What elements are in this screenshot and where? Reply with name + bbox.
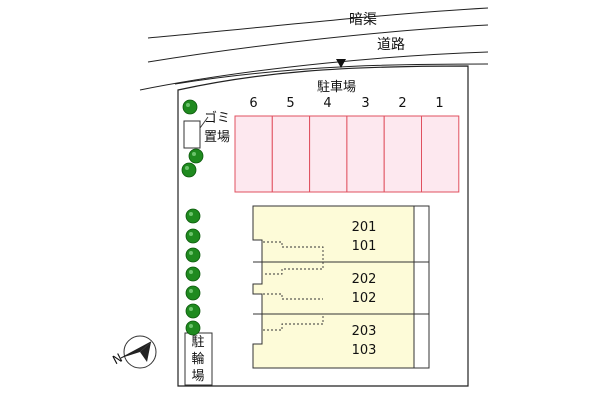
bicycle-parking-char: 駐: [191, 335, 205, 350]
apartment-building: [252, 205, 430, 369]
parking-space: [383, 115, 423, 193]
bicycle-parking-char: 輪: [191, 352, 205, 367]
tree-icon: [185, 320, 201, 336]
parking-space: [346, 115, 385, 193]
tree-icon: [185, 208, 201, 224]
tree-highlight: [189, 324, 193, 328]
tree-icon: [185, 228, 201, 244]
tree-icon: [185, 247, 201, 263]
unit-number-upper: 202: [351, 272, 377, 287]
bicycle-parking-label: 駐 輪 場: [190, 334, 206, 385]
parking-space: [234, 115, 273, 193]
parking-space-number: 1: [435, 96, 444, 111]
trees: [181, 99, 204, 336]
tree-highlight: [189, 251, 193, 255]
parking-space: [421, 115, 460, 193]
unit-label-1: 201 101: [344, 218, 384, 256]
unit-number-upper: 203: [351, 324, 377, 339]
road-label: 道路: [377, 37, 405, 53]
tree-highlight: [189, 289, 193, 293]
compass-icon: [120, 335, 157, 369]
tree-icon: [185, 303, 201, 319]
garbage-leader-line: [199, 116, 209, 129]
unit-number-upper: 201: [351, 220, 377, 235]
garbage-box: [183, 120, 201, 149]
canal-label: 暗渠: [349, 12, 377, 28]
road-lines: [139, 7, 489, 91]
parking-label: 駐車場: [317, 80, 357, 95]
unit-number-lower: 103: [351, 343, 377, 358]
tree-icon: [188, 148, 204, 164]
parking-space: [309, 115, 348, 193]
tree-icon: [181, 162, 197, 178]
parking-space: [271, 115, 311, 193]
tree-highlight: [186, 103, 190, 107]
parking-space-number: 5: [286, 96, 295, 111]
tree-highlight: [189, 307, 193, 311]
garbage-label-line2: 置場: [204, 130, 231, 145]
tree-highlight: [185, 166, 189, 170]
unit-number-lower: 102: [351, 291, 377, 306]
entrance-arrow-icon: [336, 59, 346, 68]
garbage-label-line1: ゴミ: [204, 111, 231, 126]
parking-space-number: 6: [249, 96, 258, 111]
tree-highlight: [192, 152, 196, 156]
bicycle-parking-box: [184, 332, 213, 386]
tree-icon: [182, 99, 198, 115]
unit-label-3: 203 103: [344, 322, 384, 360]
tree-icon: [185, 285, 201, 301]
tree-icon: [185, 266, 201, 282]
parking-space-number: 2: [398, 96, 407, 111]
unit-label-2: 202 102: [344, 270, 384, 308]
unit-number-lower: 101: [351, 239, 377, 254]
bicycle-parking-char: 場: [191, 369, 205, 384]
tree-highlight: [189, 212, 193, 216]
tree-highlight: [189, 270, 193, 274]
parking-space-number: 4: [323, 96, 332, 111]
parking-space-number: 3: [361, 96, 370, 111]
tree-highlight: [189, 232, 193, 236]
parking-area: [234, 115, 460, 193]
